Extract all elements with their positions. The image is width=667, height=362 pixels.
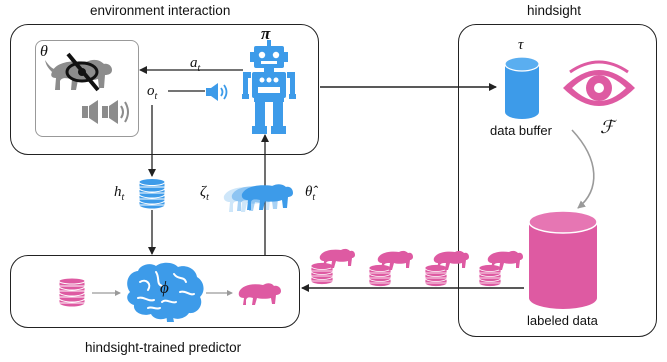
labeled-sample-icon	[478, 250, 523, 287]
sampled-tigers-icon	[223, 184, 293, 212]
labeled-sample-icon	[368, 250, 413, 287]
history-stack-icon	[138, 178, 166, 210]
theta-hat-subscript: t	[312, 192, 316, 203]
tau-label: τ	[518, 37, 524, 53]
history-label: ht	[114, 185, 124, 203]
labeled-data-caption: labeled data	[527, 313, 598, 328]
hindsight-title: hindsight	[527, 3, 582, 18]
data-buffer-caption: data buffer	[490, 123, 552, 138]
observation-subscript: t	[154, 91, 158, 102]
environment-panel	[10, 24, 319, 155]
history-subscript: t	[121, 192, 125, 203]
theta-hat-symbol: θ̂	[305, 184, 313, 200]
observation-symbol: o	[147, 83, 155, 99]
policy-label: π	[261, 24, 271, 43]
phi-label: ϕ	[160, 278, 169, 297]
history-symbol: h	[114, 184, 122, 200]
data-buffer-icon	[504, 56, 540, 119]
action-label: at	[190, 56, 200, 74]
eye-icon	[563, 60, 635, 106]
theta-hat-label: θ̂t	[305, 185, 315, 203]
zeta-symbol: ζ	[200, 184, 207, 200]
environment-title: environment interaction	[90, 3, 231, 18]
observation-speaker-icon	[206, 83, 228, 101]
labeled-sample-icon	[424, 250, 469, 287]
input-stack-icon	[58, 278, 86, 308]
observation-label: ot	[147, 84, 157, 102]
labeled-sample-icon	[310, 248, 355, 285]
brain-icon	[127, 262, 204, 322]
zeta-label: ζt	[200, 185, 209, 203]
hidden-tiger-icon	[45, 52, 112, 92]
hindsight-panel	[458, 24, 657, 337]
predictor-title: hindsight-trained predictor	[85, 340, 242, 355]
robot-icon	[242, 40, 296, 134]
labeling-arrow	[571, 129, 595, 209]
labeled-data-icon	[528, 210, 598, 309]
speaker-icon	[82, 100, 129, 124]
theta-label: θ	[40, 43, 48, 60]
observation-box	[35, 40, 139, 137]
predictor-panel	[10, 255, 300, 328]
zeta-subscript: t	[206, 192, 209, 203]
labeling-function-label: ℱ	[600, 117, 615, 137]
action-subscript: t	[197, 63, 201, 74]
action-symbol: a	[190, 55, 198, 71]
predicted-tiger-icon	[238, 283, 281, 305]
